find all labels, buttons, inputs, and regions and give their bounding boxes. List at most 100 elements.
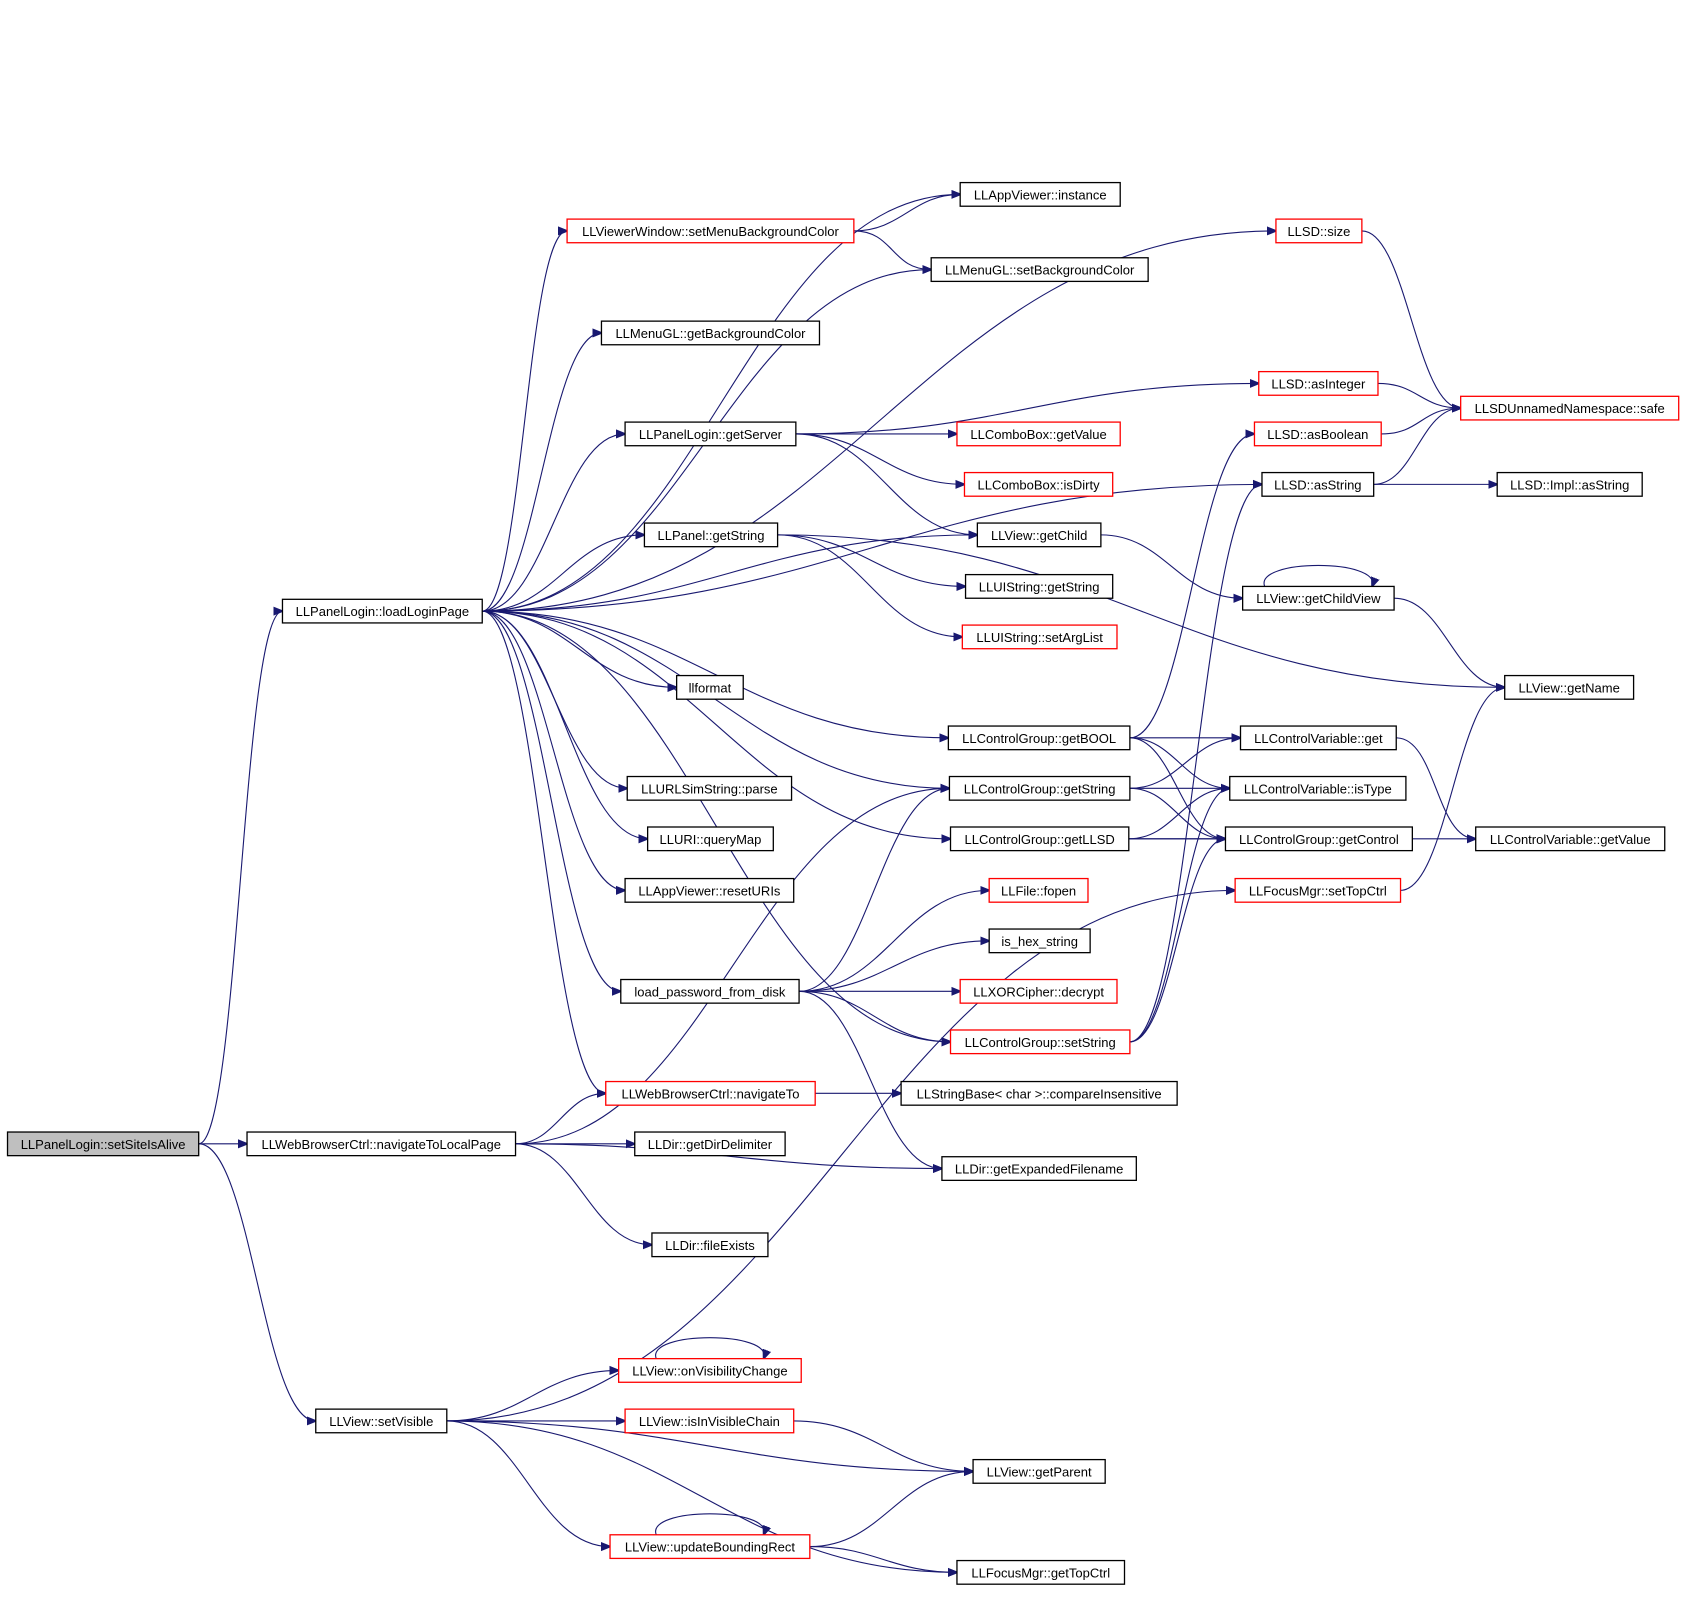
node-resetURIs[interactable]: LLAppViewer::resetURIs bbox=[624, 877, 795, 903]
node-comboIsDirty[interactable]: LLComboBox::isDirty bbox=[963, 471, 1114, 497]
node-box-navigateTo bbox=[605, 1080, 816, 1106]
node-box-decrypt bbox=[959, 978, 1118, 1004]
node-setArgList[interactable]: LLUIString::setArgList bbox=[961, 624, 1118, 650]
node-label-getChildView: LLView::getChildView bbox=[1256, 591, 1381, 606]
node-getTopCtrl[interactable]: LLFocusMgr::getTopCtrl bbox=[956, 1559, 1126, 1585]
node-getServer[interactable]: LLPanelLogin::getServer bbox=[624, 421, 797, 447]
node-isInVisibleChain[interactable]: LLView::isInVisibleChain bbox=[624, 1408, 795, 1434]
node-getName[interactable]: LLView::getName bbox=[1504, 674, 1635, 700]
node-compareInsensitive[interactable]: LLStringBase< char >::compareInsensitive bbox=[900, 1080, 1178, 1106]
node-box-onVisibilityChange bbox=[617, 1357, 802, 1383]
edge-setSiteIsAlive-to-setVisible bbox=[198, 1143, 316, 1421]
node-comboGetValue[interactable]: LLComboBox::getValue bbox=[956, 421, 1121, 447]
node-loadPassword[interactable]: load_password_from_disk bbox=[620, 978, 800, 1004]
edge-loadLoginPage-to-resetURIs bbox=[482, 610, 625, 890]
node-urlParse[interactable]: LLURLSimString::parse bbox=[626, 775, 793, 801]
node-box-sdSize bbox=[1275, 218, 1363, 244]
node-getParent[interactable]: LLView::getParent bbox=[972, 1458, 1106, 1484]
node-label-fileExists: LLDir::fileExists bbox=[665, 1238, 755, 1253]
node-uiGetString[interactable]: LLUIString::getString bbox=[964, 573, 1114, 599]
node-box-queryMap bbox=[646, 826, 774, 852]
edge-getServer-to-asInteger bbox=[795, 383, 1259, 435]
edge-getBOOL-to-asBoolean bbox=[1129, 434, 1255, 739]
node-label-queryMap: LLURI::queryMap bbox=[660, 832, 762, 847]
node-isType[interactable]: LLControlVariable::isType bbox=[1229, 775, 1407, 801]
edge-loadLoginPage-to-panelGetString bbox=[482, 535, 644, 612]
edge-loadLoginPage-to-sdSize bbox=[482, 231, 1276, 612]
node-cgGetString[interactable]: LLControlGroup::getString bbox=[948, 775, 1131, 801]
node-decrypt[interactable]: LLXORCipher::decrypt bbox=[959, 978, 1118, 1004]
node-label-fopen: LLFile::fopen bbox=[1001, 883, 1076, 898]
node-navigateTo[interactable]: LLWebBrowserCtrl::navigateTo bbox=[605, 1080, 816, 1106]
node-setMenuBackgroundColor[interactable]: LLViewerWindow::setMenuBackgroundColor bbox=[566, 218, 855, 244]
node-getLLSD[interactable]: LLControlGroup::getLLSD bbox=[949, 826, 1130, 852]
node-asInteger[interactable]: LLSD::asInteger bbox=[1258, 370, 1379, 396]
node-cvGet[interactable]: LLControlVariable::get bbox=[1239, 725, 1397, 751]
edge-getChildView-to-getName bbox=[1394, 597, 1505, 687]
edge-loadPassword-to-cgGetString bbox=[799, 788, 949, 992]
edge-isInVisibleChain-to-getParent bbox=[793, 1420, 973, 1471]
node-navigateToLocalPage[interactable]: LLWebBrowserCtrl::navigateToLocalPage bbox=[246, 1131, 517, 1157]
node-box-getName bbox=[1504, 674, 1635, 700]
node-label-setMenuBackgroundColor: LLViewerWindow::setMenuBackgroundColor bbox=[582, 224, 839, 239]
node-getExpandedFilename[interactable]: LLDir::getExpandedFilename bbox=[941, 1156, 1137, 1182]
edge-cgSetString-to-asString bbox=[1129, 484, 1262, 1043]
node-getBOOL[interactable]: LLControlGroup::getBOOL bbox=[947, 725, 1131, 751]
node-llformat[interactable]: llformat bbox=[675, 674, 744, 700]
edge-loadLoginPage-to-getBackgroundColor bbox=[482, 333, 601, 612]
edge-layer bbox=[198, 194, 1505, 1572]
node-box-implAsString bbox=[1496, 471, 1643, 497]
node-layer: LLPanelLogin::setSiteIsAlive LLPanelLogin… bbox=[6, 181, 1680, 1585]
node-setTopCtrl[interactable]: LLFocusMgr::setTopCtrl bbox=[1234, 877, 1402, 903]
node-label-navigateTo: LLWebBrowserCtrl::navigateTo bbox=[621, 1086, 799, 1101]
node-box-loadLoginPage bbox=[281, 598, 483, 624]
node-box-panelGetString bbox=[643, 522, 779, 548]
edge-loadPassword-to-isHex bbox=[799, 941, 989, 992]
node-label-cgSetString: LLControlGroup::setString bbox=[965, 1035, 1116, 1050]
node-queryMap[interactable]: LLURI::queryMap bbox=[646, 826, 774, 852]
node-getBackgroundColor[interactable]: LLMenuGL::getBackgroundColor bbox=[600, 320, 821, 346]
node-onVisibilityChange[interactable]: LLView::onVisibilityChange bbox=[617, 1357, 802, 1383]
node-getDirDelimiter[interactable]: LLDir::getDirDelimiter bbox=[634, 1131, 786, 1157]
node-label-isHex: is_hex_string bbox=[1001, 934, 1078, 949]
node-label-navigateToLocalPage: LLWebBrowserCtrl::navigateToLocalPage bbox=[262, 1137, 501, 1152]
node-box-loadPassword bbox=[620, 978, 800, 1004]
node-updateBoundingRect[interactable]: LLView::updateBoundingRect bbox=[609, 1534, 811, 1560]
node-asBoolean[interactable]: LLSD::asBoolean bbox=[1253, 421, 1382, 447]
edge-loadLoginPage-to-asString bbox=[482, 484, 1262, 612]
node-setBackgroundColor[interactable]: LLMenuGL::setBackgroundColor bbox=[930, 257, 1149, 283]
edge-loadLoginPage-to-navigateTo bbox=[482, 610, 606, 1093]
node-box-cvGet bbox=[1239, 725, 1397, 751]
node-box-cgSetString bbox=[949, 1029, 1131, 1055]
node-cgSetString[interactable]: LLControlGroup::setString bbox=[949, 1029, 1131, 1055]
edge-getBOOL-to-isType bbox=[1129, 737, 1230, 788]
node-setVisible[interactable]: LLView::setVisible bbox=[315, 1408, 448, 1434]
node-setSiteIsAlive[interactable]: LLPanelLogin::setSiteIsAlive bbox=[6, 1131, 200, 1157]
edge-getChildView-to-getChildView bbox=[1263, 564, 1373, 586]
node-isHex[interactable]: is_hex_string bbox=[988, 928, 1091, 954]
node-fileExists[interactable]: LLDir::fileExists bbox=[651, 1232, 769, 1258]
node-getChildView[interactable]: LLView::getChildView bbox=[1241, 585, 1395, 611]
node-asString[interactable]: LLSD::asString bbox=[1261, 471, 1375, 497]
node-label-safe: LLSDUnnamedNamespace::safe bbox=[1475, 401, 1665, 416]
edge-loadLoginPage-to-llformat bbox=[482, 610, 676, 687]
node-safe[interactable]: LLSDUnnamedNamespace::safe bbox=[1460, 395, 1680, 421]
edge-loadLoginPage-to-getChild bbox=[482, 535, 977, 612]
node-implAsString[interactable]: LLSD::Impl::asString bbox=[1496, 471, 1643, 497]
node-box-updateBoundingRect bbox=[609, 1534, 811, 1560]
node-loadLoginPage[interactable]: LLPanelLogin::loadLoginPage bbox=[281, 598, 483, 624]
node-fopen[interactable]: LLFile::fopen bbox=[988, 877, 1089, 903]
node-instance[interactable]: LLAppViewer::instance bbox=[959, 181, 1121, 207]
node-label-implAsString: LLSD::Impl::asString bbox=[1510, 477, 1629, 492]
node-panelGetString[interactable]: LLPanel::getString bbox=[643, 522, 779, 548]
node-box-fileExists bbox=[651, 1232, 769, 1258]
edge-loadLoginPage-to-instance bbox=[482, 194, 960, 612]
edge-cvGet-to-cvGetValue bbox=[1396, 737, 1475, 839]
node-getControl[interactable]: LLControlGroup::getControl bbox=[1224, 826, 1413, 852]
node-getChild[interactable]: LLView::getChild bbox=[976, 522, 1102, 548]
node-sdSize[interactable]: LLSD::size bbox=[1275, 218, 1363, 244]
node-label-decrypt: LLXORCipher::decrypt bbox=[973, 984, 1104, 999]
node-cvGetValue[interactable]: LLControlVariable::getValue bbox=[1475, 826, 1666, 852]
node-box-getControl bbox=[1224, 826, 1413, 852]
